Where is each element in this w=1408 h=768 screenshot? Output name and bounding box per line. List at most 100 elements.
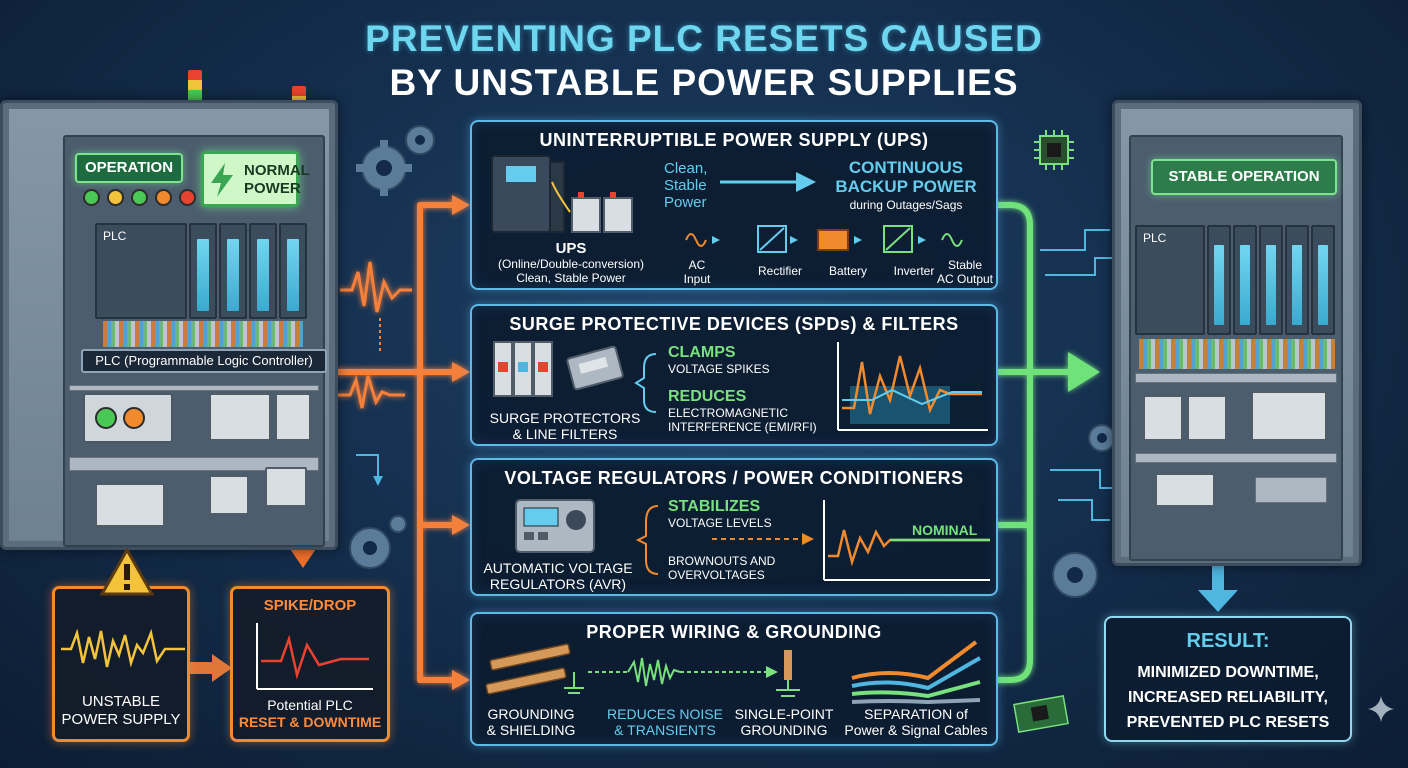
avr-device-line2: REGULATORS (AVR) xyxy=(489,576,627,592)
result-lines: MINIMIZED DOWNTIME, INCREASED RELIABILIT… xyxy=(1106,660,1350,735)
brownouts-line2: OVERVOLTAGES xyxy=(668,568,765,582)
wire-bundle xyxy=(103,321,303,347)
normal-power-line1: NORMAL xyxy=(244,162,310,179)
stack-light xyxy=(188,70,202,104)
noise-waveform xyxy=(588,657,778,687)
wiring-item-noise-line2: & TRANSIENTS xyxy=(614,722,716,738)
potential-reset-text: Potential PLC RESET & DOWNTIME xyxy=(233,697,387,731)
reduces-text: REDUCES ELECTROMAGNETIC INTERFERENCE (EM… xyxy=(668,388,817,434)
chain-stable-output-line2: AC Output xyxy=(936,272,994,286)
right-plc-module-label: PLC xyxy=(1143,231,1167,245)
chip-icon xyxy=(1034,130,1074,170)
wiring-title: PROPER WIRING & GROUNDING xyxy=(586,622,882,642)
breaker xyxy=(209,475,249,515)
right-io-module-5 xyxy=(1311,225,1335,335)
right-io-module-4 xyxy=(1285,225,1309,335)
page-title-line2: BY UNSTABLE POWER SUPPLIES xyxy=(389,62,1019,103)
contactor xyxy=(209,393,271,441)
start-button xyxy=(95,407,117,429)
relay xyxy=(275,393,311,441)
chain-inverter: Inverter xyxy=(893,264,935,278)
clean-line3: Power xyxy=(664,194,707,211)
stop-button xyxy=(123,407,145,429)
wiring-item-separation-line2: Power & Signal Cables xyxy=(844,722,988,738)
ups-desc1: (Online/Double-conversion) xyxy=(497,257,645,271)
wiring-item-single-point-line2: GROUNDING xyxy=(740,722,828,738)
chain-ac-input: AC Input xyxy=(672,258,722,286)
right-din-rail-2 xyxy=(1135,453,1337,463)
stabilizes-text: STABILIZES VOLTAGE LEVELS xyxy=(668,498,772,530)
chain-stable-output: Stable AC Output xyxy=(930,258,1000,286)
backup-line2: BACKUP POWER xyxy=(835,177,977,196)
spd-device-line1: SURGE PROTECTORS xyxy=(489,410,641,426)
io-module-1 xyxy=(189,223,217,319)
plc-name-label: PLC (Programmable Logic Controller) xyxy=(81,349,327,373)
brownouts-line1: BROWNOUTS AND xyxy=(668,554,776,568)
clamps-text: CLAMPS VOLTAGE SPIKES xyxy=(668,344,770,376)
clean-line1: Clean, xyxy=(664,160,708,177)
backup-power-text: CONTINUOUS BACKUP POWER during Outages/S… xyxy=(820,158,992,212)
result-box: RESULT: MINIMIZED DOWNTIME, INCREASED RE… xyxy=(1104,616,1352,742)
ups-title: UNINTERRUPTIBLE POWER SUPPLY (UPS) xyxy=(539,130,929,150)
spd-device-label: SURGE PROTECTORS & LINE FILTERS xyxy=(480,410,650,442)
wiring-item-separation: SEPARATION of Power & Signal Cables xyxy=(836,706,996,738)
gear-icon xyxy=(356,125,435,196)
wiring-item-grounding-line1: GROUNDING xyxy=(487,706,575,722)
backup-line3: during Outages/Sags xyxy=(849,198,963,212)
chain-ac-input-line2: Input xyxy=(683,272,711,286)
page-title-line1: PREVENTING PLC RESETS CAUSED xyxy=(365,18,1043,59)
wiring-item-single-point-line1: SINGLE-POINT xyxy=(734,706,834,722)
wiring-item-noise: REDUCES NOISE & TRANSIENTS xyxy=(600,706,730,738)
ups-desc2: Clean, Stable Power xyxy=(516,271,626,285)
spd-bracket xyxy=(634,353,657,413)
plc-module-label: PLC xyxy=(103,229,127,243)
unstable-power-text: UNSTABLE POWER SUPPLY xyxy=(55,693,187,729)
indicator-lamp-green-2 xyxy=(131,189,148,206)
potential-line2: RESET & DOWNTIME xyxy=(238,714,382,730)
spike-drop-box: SPIKE/DROP Potential PLC RESET & DOWNTIM… xyxy=(230,586,390,742)
single-point-ground-icon xyxy=(776,650,800,697)
result-line2: INCREASED RELIABILITY, xyxy=(1127,689,1328,706)
right-io-module-2 xyxy=(1233,225,1257,335)
stabilizes-desc: VOLTAGE LEVELS xyxy=(668,516,772,530)
reduces-label: REDUCES xyxy=(668,388,747,405)
ground-bar-icon xyxy=(485,643,584,695)
reduces-desc1: ELECTROMAGNETIC xyxy=(668,406,789,420)
avr-title: VOLTAGE REGULATORS / POWER CONDITIONERS xyxy=(504,468,964,488)
result-heading: RESULT: xyxy=(1186,630,1270,652)
ups-label: UPS xyxy=(555,240,587,257)
chain-battery: Battery xyxy=(828,264,867,278)
right-io-module-1 xyxy=(1207,225,1231,335)
indicator-lamp-red xyxy=(179,189,196,206)
avr-panel: VOLTAGE REGULATORS / POWER CONDITIONERS … xyxy=(470,458,998,596)
stabilizes-label: STABILIZES xyxy=(668,498,761,515)
warning-icon xyxy=(100,548,154,596)
spike-clamp-chart xyxy=(837,342,988,431)
io-module-3 xyxy=(249,223,277,319)
right-din-rail xyxy=(1135,373,1337,383)
spd-panel: SURGE PROTECTIVE DEVICES (SPDs) & FILTER… xyxy=(470,304,998,446)
avr-device-label: AUTOMATIC VOLTAGE REGULATORS (AVR) xyxy=(476,560,640,592)
left-cabinet: OPERATION NORMAL POWER PLC PLC (Programm… xyxy=(0,100,338,550)
backup-line1: CONTINUOUS xyxy=(848,158,964,177)
indicator-lamp-orange xyxy=(155,189,172,206)
ups-unit-icon xyxy=(491,155,633,233)
avr-bracket xyxy=(635,505,659,575)
operation-badge: OPERATION xyxy=(75,153,183,183)
sparkle-icon xyxy=(1368,696,1394,722)
right-terminal-block xyxy=(1155,473,1215,507)
separated-cables-icon xyxy=(851,640,981,705)
plc-cpu-module: PLC xyxy=(95,223,187,319)
breaker-2 xyxy=(265,467,307,507)
indicator-lamp-green xyxy=(83,189,100,206)
unstable-line1: UNSTABLE xyxy=(81,693,161,710)
right-rail-segment xyxy=(1255,477,1327,503)
right-io-module-3 xyxy=(1259,225,1283,335)
surge-protector-icon xyxy=(493,341,624,397)
right-contactor-2 xyxy=(1187,395,1227,441)
din-rail-2 xyxy=(69,457,319,471)
normal-power-badge: NORMAL POWER xyxy=(201,151,310,207)
lightning-icon xyxy=(211,163,233,197)
clamps-label: CLAMPS xyxy=(668,344,736,361)
